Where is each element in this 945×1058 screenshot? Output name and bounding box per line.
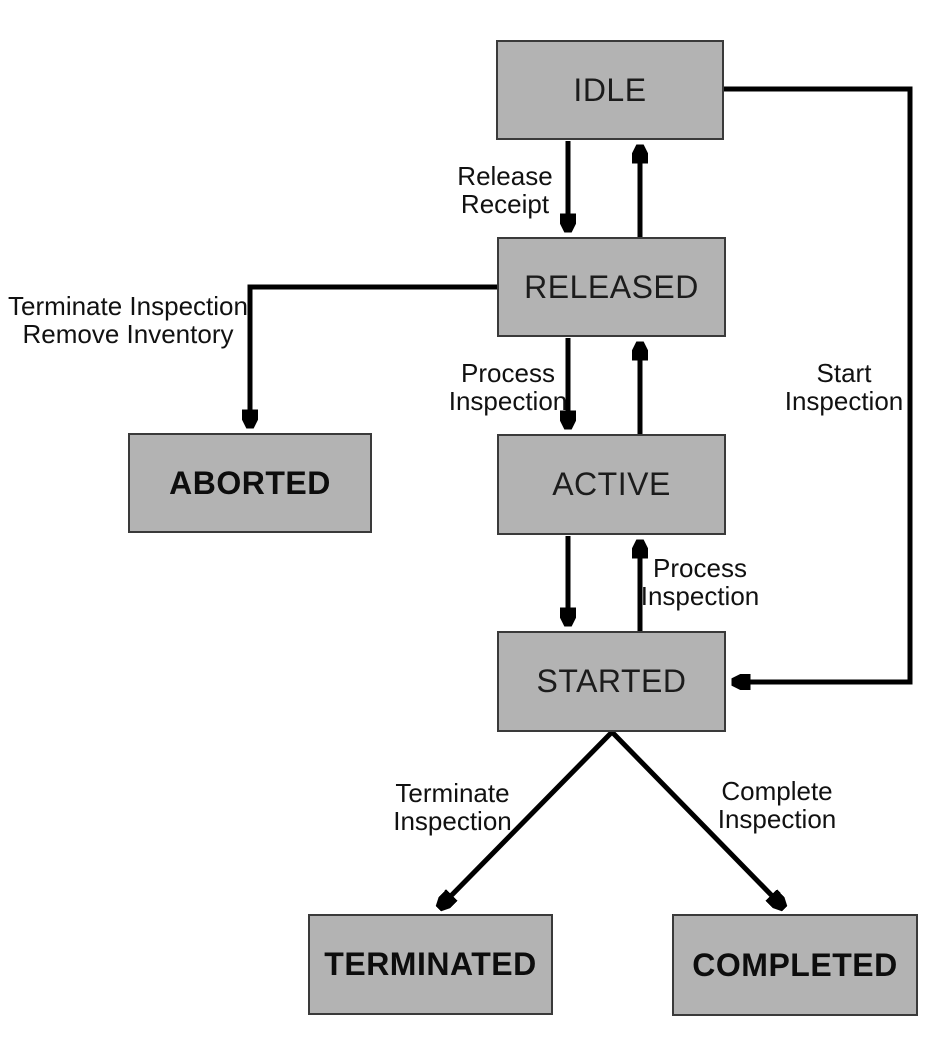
state-box-active: ACTIVE bbox=[497, 434, 726, 535]
state-label-started: STARTED bbox=[536, 663, 687, 699]
state-label-active: ACTIVE bbox=[552, 466, 671, 502]
state-label-released: RELEASED bbox=[524, 268, 699, 305]
state-label-idle: IDLE bbox=[573, 71, 647, 108]
state-box-started: STARTED bbox=[497, 631, 726, 732]
arrow-released-to-aborted bbox=[250, 284, 497, 426]
state-label-completed: COMPLETED bbox=[692, 946, 898, 983]
transition-label-process-inspection-lower: Process Inspection bbox=[640, 553, 760, 611]
state-label-aborted: ABORTED bbox=[169, 464, 331, 501]
transition-label-process-inspection-upper: Process Inspection bbox=[448, 358, 568, 416]
transition-label-release-receipt: Release Receipt bbox=[457, 161, 553, 219]
arrow-started-to-completed bbox=[610, 730, 783, 907]
transition-label-complete-inspection: Complete Inspection bbox=[717, 776, 837, 834]
arrow-started-to-terminated bbox=[440, 730, 614, 907]
state-box-terminated: TERMINATED bbox=[308, 914, 553, 1015]
state-box-completed: COMPLETED bbox=[672, 914, 918, 1016]
transition-label-terminate-inspection: Terminate Inspection bbox=[393, 778, 512, 836]
state-box-aborted: ABORTED bbox=[128, 433, 372, 533]
state-box-released: RELEASED bbox=[497, 237, 726, 337]
transition-label-terminate-inspection-remove-inventory: Terminate Inspection Remove Inventory bbox=[8, 291, 248, 349]
state-box-idle: IDLE bbox=[496, 40, 724, 140]
transition-label-start-inspection: Start Inspection bbox=[784, 358, 904, 416]
arrow-idle-to-started bbox=[724, 86, 913, 682]
state-label-terminated: TERMINATED bbox=[324, 946, 537, 982]
